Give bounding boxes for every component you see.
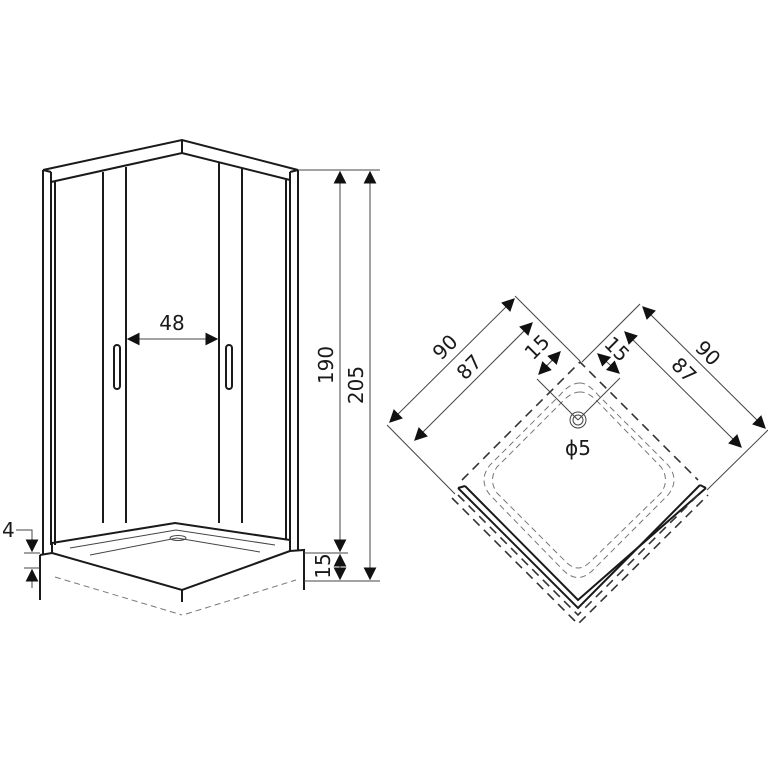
dimension-label-87-left: 87 [452,350,487,385]
door-handle-left [113,344,121,390]
dimensions-right: 90 87 15 [581,303,768,491]
dimension-label-190: 190 [314,346,338,384]
drain-icon [569,411,587,429]
tray-outline [451,360,709,626]
dimension-heights: 190 205 15 [298,169,380,582]
dimension-label-15-left: 15 [520,330,555,365]
dimensions-left: 90 87 15 [386,295,581,495]
enclosure-walls [457,484,707,610]
dimension-door-opening: 48 [126,311,219,346]
plan-view: ϕ5 90 87 15 90 87 15 [386,295,768,626]
dimension-label-48: 48 [159,311,184,335]
dimension-label-90-left: 90 [428,330,463,365]
enclosure-frame [42,138,299,555]
elevation-view: 48 190 205 15 4 [2,138,380,616]
drain-diameter-label: ϕ5 [565,436,591,460]
dimension-tray-lip: 4 [2,518,40,588]
sliding-doors [102,162,243,523]
dimension-label-4: 4 [2,518,15,542]
drain-icon [169,535,187,541]
dimension-label-15: 15 [311,553,335,578]
shower-tray [39,521,305,616]
drain: ϕ5 [536,377,621,460]
door-handle-right [225,344,233,390]
dimension-label-205: 205 [344,366,368,404]
